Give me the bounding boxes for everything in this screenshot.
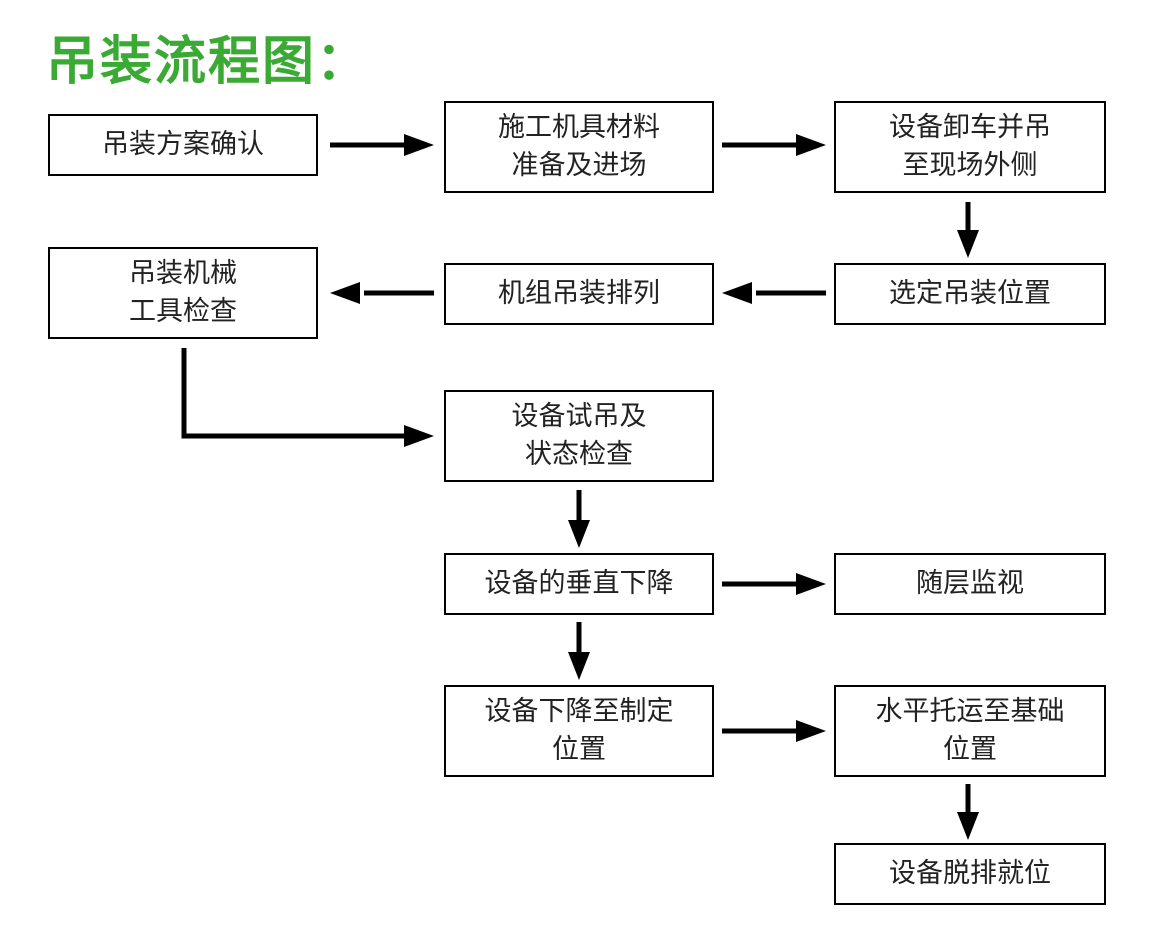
page-title: 吊装流程图： <box>46 32 371 92</box>
node-floor-monitor: 随层监视 <box>834 553 1106 615</box>
arrowhead-icon <box>796 134 826 156</box>
node-label: 机组吊装排列 <box>498 278 660 309</box>
node-horizontal-move: 水平托运至基础 位置 <box>834 685 1106 777</box>
arrowhead-icon <box>404 425 434 447</box>
node-confirm-plan: 吊装方案确认 <box>48 114 318 176</box>
node-label: 随层监视 <box>916 568 1024 599</box>
node-label-line2: 位置 <box>552 734 606 765</box>
arrowhead-icon <box>722 282 752 304</box>
node-label: 设备的垂直下降 <box>484 568 674 599</box>
node-prepare-tools: 施工机具材料 准备及进场 <box>444 101 714 193</box>
node-label-line2: 状态检查 <box>525 439 633 470</box>
node-inspect-tools: 吊装机械 工具检查 <box>48 247 318 339</box>
node-label-line2: 位置 <box>943 734 997 765</box>
node-label-line1: 施工机具材料 <box>498 112 660 143</box>
node-label-line2: 至现场外侧 <box>902 150 1038 181</box>
node-trial-lift: 设备试吊及 状态检查 <box>444 390 714 482</box>
node-label-line1: 设备下降至制定 <box>484 696 674 727</box>
arrowhead-icon <box>957 812 979 840</box>
node-select-position: 选定吊装位置 <box>834 263 1106 325</box>
arrowhead-icon <box>404 134 434 156</box>
node-vertical-lower: 设备的垂直下降 <box>444 553 714 615</box>
arrowhead-icon <box>568 520 590 548</box>
node-label: 设备脱排就位 <box>889 858 1051 889</box>
arrowhead-icon <box>796 720 826 742</box>
node-label-line1: 吊装机械 <box>129 258 237 289</box>
arrowhead-icon <box>330 282 360 304</box>
node-unload-equipment: 设备卸车并吊 至现场外侧 <box>834 101 1106 193</box>
node-final-place: 设备脱排就位 <box>834 843 1106 905</box>
arrowhead-icon <box>957 230 979 258</box>
node-label-line1: 设备试吊及 <box>511 401 647 432</box>
node-label: 吊装方案确认 <box>102 129 264 160</box>
node-arrange-units: 机组吊装排列 <box>444 263 714 325</box>
node-label-line2: 工具检查 <box>129 296 237 327</box>
arrow-inspect-to-trial <box>181 348 404 439</box>
node-label-line1: 设备卸车并吊 <box>889 112 1051 143</box>
node-lower-to-position: 设备下降至制定 位置 <box>444 685 714 777</box>
node-label: 选定吊装位置 <box>889 278 1051 309</box>
arrowhead-icon <box>796 573 826 595</box>
arrowhead-icon <box>568 652 590 680</box>
node-label-line1: 水平托运至基础 <box>875 696 1065 727</box>
node-label-line2: 准备及进场 <box>511 150 647 181</box>
